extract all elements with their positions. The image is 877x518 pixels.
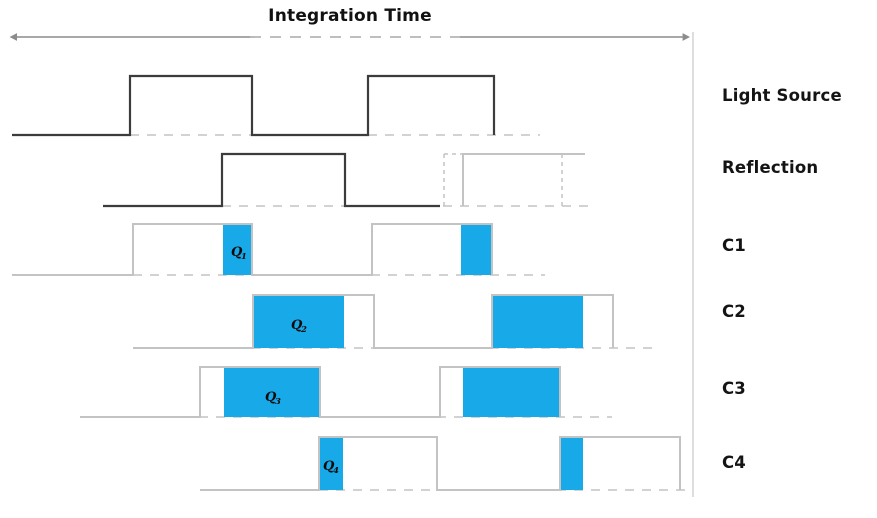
waveform-reflection-dark bbox=[103, 152, 440, 208]
row-c3: Q 3 C3 bbox=[80, 366, 746, 418]
row-light-source: Light Source bbox=[12, 74, 842, 137]
charge-subscript-q2: 2 bbox=[300, 325, 307, 335]
charge-area-q1-a bbox=[223, 224, 252, 275]
row-label-c1: C1 bbox=[722, 236, 746, 255]
waveform-c1 bbox=[12, 223, 493, 276]
charge-label-q3: Q bbox=[265, 390, 277, 405]
charge-area-q1-b bbox=[461, 224, 492, 275]
charge-area-q2-b bbox=[492, 295, 583, 348]
charge-area-q3-b bbox=[463, 367, 560, 417]
page-title: Integration Time bbox=[268, 6, 432, 26]
row-c1: Q 1 C1 bbox=[12, 223, 746, 276]
row-label-reflection: Reflection bbox=[722, 158, 818, 177]
charge-area-q2-a bbox=[253, 295, 344, 348]
charge-area-q4-b bbox=[560, 437, 583, 490]
charge-label-q4: Q bbox=[323, 459, 335, 474]
row-label-c4: C4 bbox=[722, 453, 746, 472]
waveform-c2 bbox=[133, 294, 614, 349]
row-c2: Q 2 C2 bbox=[133, 294, 746, 349]
row-reflection: Reflection bbox=[103, 152, 818, 208]
waveform-reflection-delayed bbox=[462, 153, 585, 206]
charge-area-q4-a bbox=[319, 437, 343, 490]
waveform-c3 bbox=[80, 366, 561, 418]
row-c4: Q 4 C4 bbox=[200, 436, 746, 491]
row-label-c2: C2 bbox=[722, 302, 746, 321]
charge-subscript-q1: 1 bbox=[241, 252, 247, 262]
charge-label-q1: Q bbox=[231, 245, 243, 260]
charge-area-q3-a bbox=[224, 367, 320, 417]
row-label-c3: C3 bbox=[722, 379, 746, 398]
waveform-c4 bbox=[200, 436, 681, 491]
waveform-light-source bbox=[12, 74, 496, 137]
charge-label-q2: Q bbox=[291, 318, 303, 333]
charge-subscript-q3: 3 bbox=[275, 397, 281, 407]
row-label-light-source: Light Source bbox=[722, 86, 842, 105]
charge-subscript-q4: 4 bbox=[333, 466, 339, 476]
